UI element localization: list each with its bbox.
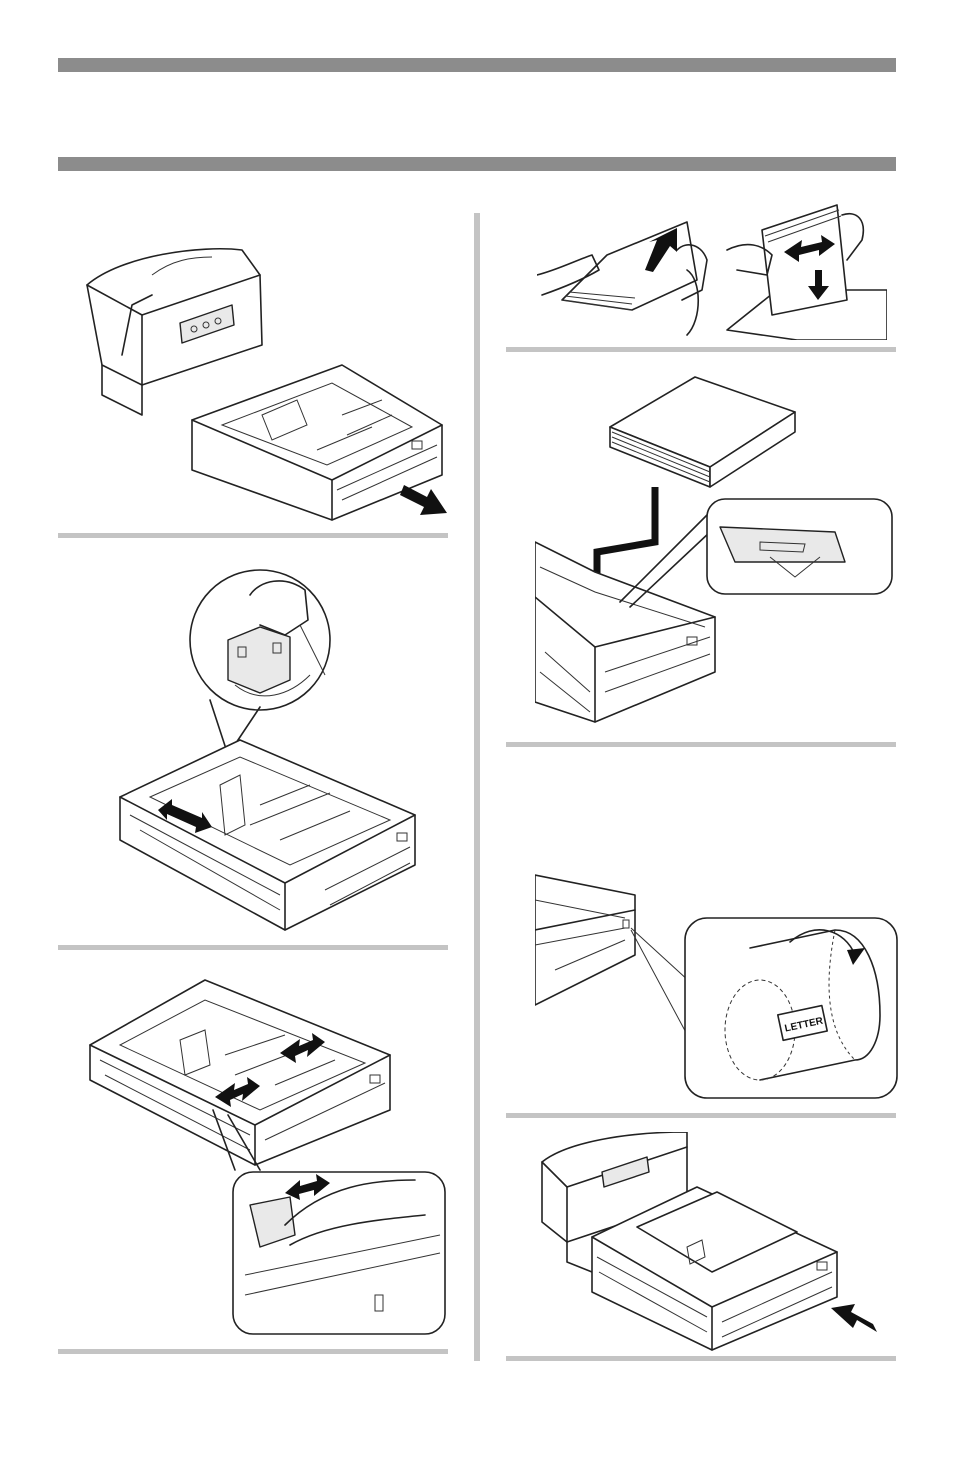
- adjust-side-guides-illustration: [85, 975, 450, 1340]
- left-divider-3: [58, 1349, 448, 1354]
- remove-tray-illustration: [82, 245, 452, 525]
- header-bar-top: [58, 58, 896, 72]
- right-divider-2: [506, 742, 896, 747]
- adjust-rear-stopper-illustration: [110, 565, 425, 940]
- left-divider-1: [58, 533, 448, 538]
- right-divider-1: [506, 347, 896, 352]
- header-bar-bottom: [58, 157, 896, 171]
- left-divider-2: [58, 945, 448, 950]
- right-divider-3: [506, 1113, 896, 1118]
- load-paper-illustration: [535, 372, 895, 732]
- insert-arrow: [831, 1304, 877, 1332]
- right-divider-4: [506, 1356, 896, 1361]
- insert-tray-illustration: [537, 1132, 892, 1352]
- column-divider: [474, 213, 480, 1361]
- set-size-dial-illustration: LETTER: [535, 870, 900, 1102]
- pull-arrow: [400, 485, 447, 515]
- fan-paper-illustration: [537, 200, 887, 340]
